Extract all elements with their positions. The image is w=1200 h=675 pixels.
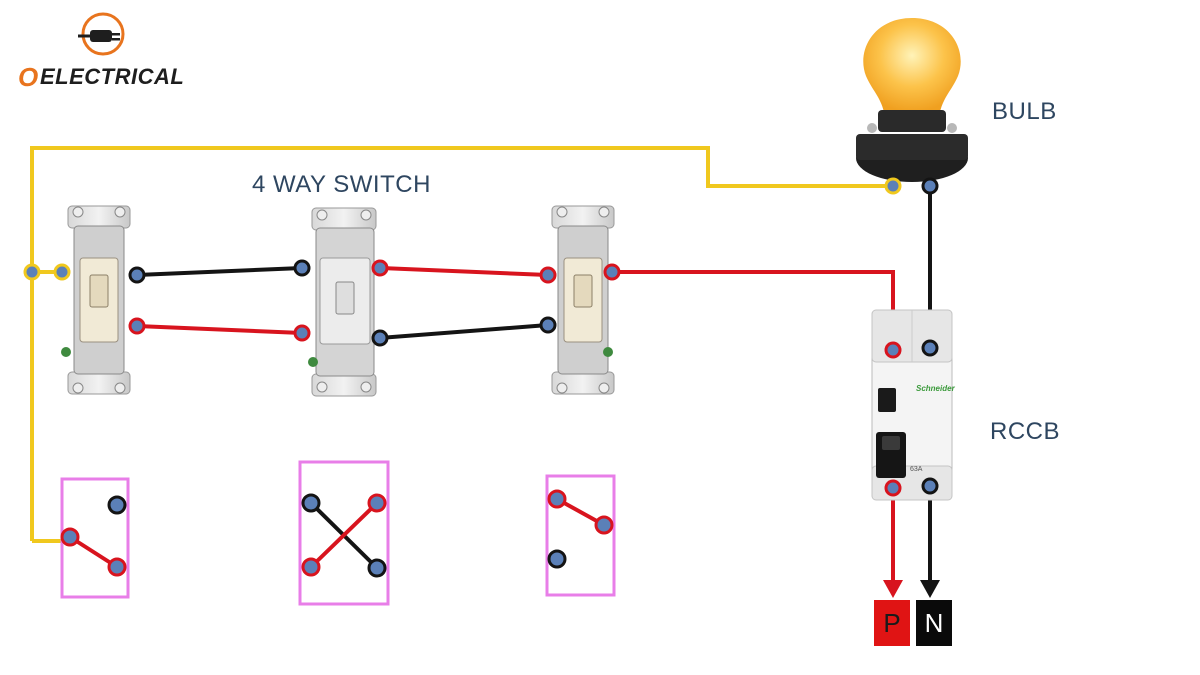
- terminal-sw2-left-bottom: [293, 324, 311, 342]
- terminal-sw1-top: [128, 266, 146, 284]
- terminal-bulb-left: [884, 177, 902, 195]
- terminal-rccb-out-n: [921, 477, 939, 495]
- black-wire-sw2-to-sw3: [379, 323, 549, 340]
- schematic-right: [545, 474, 616, 597]
- terminal-sw1-bottom: [128, 317, 146, 335]
- four-way-switch-label: 4 WAY SWITCH: [252, 171, 431, 198]
- black-wire-sw1-to-sw2: [136, 266, 303, 277]
- terminal-sw2-left-top: [293, 259, 311, 277]
- terminal-sw1-common: [53, 263, 71, 281]
- yellow-wire-main: [30, 146, 893, 541]
- bulb-label: BULB: [992, 98, 1057, 125]
- brand-name: ELECTRICAL: [40, 64, 185, 89]
- power-plug-icon: [78, 12, 125, 56]
- terminal-sw3-bottom: [539, 316, 557, 334]
- neutral-arrow: [920, 580, 940, 598]
- rccb-brand-text: Schneider: [916, 384, 955, 393]
- terminal-sw3-top: [539, 266, 557, 284]
- brand-logo-letter: O: [18, 62, 39, 92]
- three-way-switch-left: [61, 205, 131, 395]
- schematic-left: [60, 477, 130, 599]
- terminal-rccb-in-n: [921, 339, 939, 357]
- terminals: [23, 177, 939, 497]
- three-way-switch-right: [551, 205, 615, 395]
- terminal-rccb-in-p: [884, 341, 902, 359]
- terminal-bulb-right: [921, 177, 939, 195]
- schematic-middle: [298, 460, 390, 606]
- terminal-rccb-out-p: [884, 479, 902, 497]
- rccb-label: RCCB: [990, 418, 1061, 445]
- terminal-yellow-tap-left: [23, 263, 41, 281]
- terminal-sw2-right-top: [371, 259, 389, 277]
- rccb-rating-text: 63A: [910, 466, 923, 473]
- terminal-sw3-common: [603, 263, 621, 281]
- bulb-icon: [856, 18, 968, 182]
- four-way-switch: [308, 207, 377, 397]
- neutral-terminal-box: N: [916, 600, 952, 646]
- phase-arrow: [883, 580, 903, 598]
- red-wire-sw2-to-sw3: [379, 266, 549, 277]
- phase-terminal-box: P: [874, 600, 910, 646]
- red-wire-sw3-to-rccb: [612, 270, 895, 350]
- terminal-sw2-right-bottom: [371, 329, 389, 347]
- red-wire-sw1-to-sw2: [136, 324, 303, 335]
